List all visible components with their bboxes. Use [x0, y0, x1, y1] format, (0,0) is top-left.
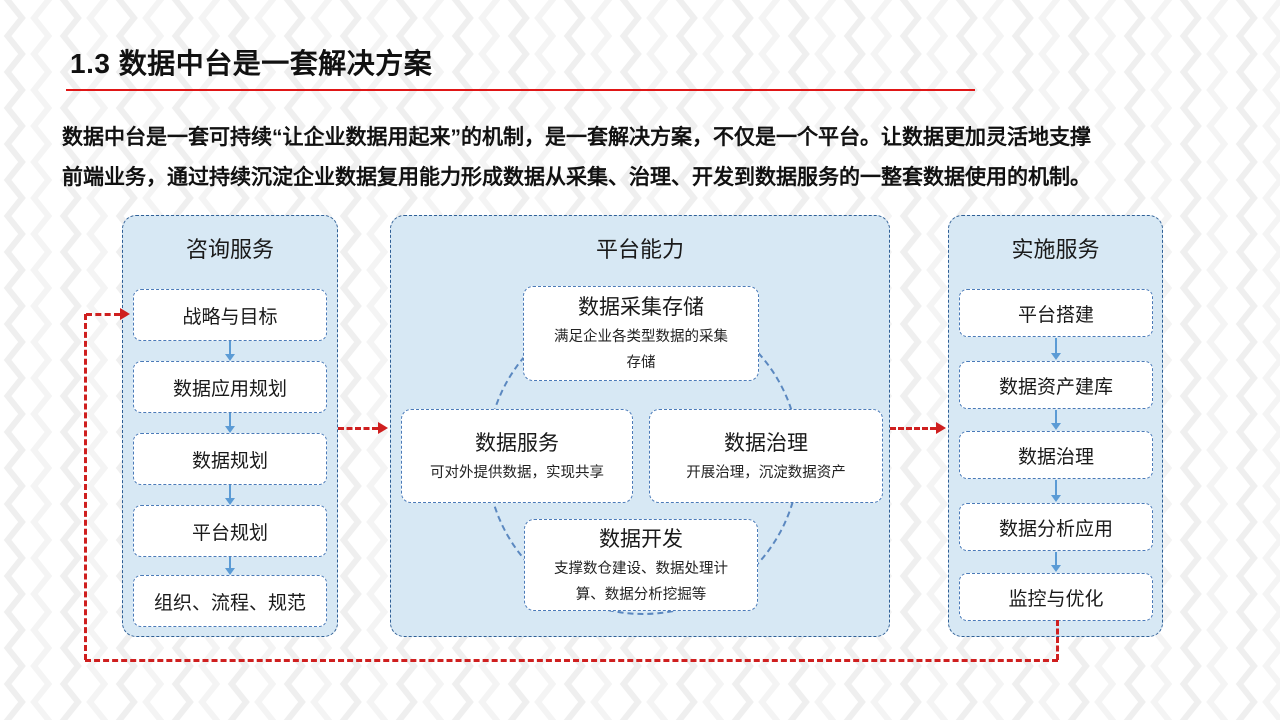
intro-line-1: 数据中台是一套可持续“让企业数据用起来”的机制，是一套解决方案，不仅是一个平台。…: [62, 126, 1091, 149]
intro-line-2: 前端业务，通过持续沉淀企业数据复用能力形成数据从采集、治理、开发到数据服务的一整…: [62, 166, 1091, 189]
feedback-loop-segment-bottom: [85, 659, 1058, 662]
down-arrow-icon: [224, 485, 236, 505]
arrow-consulting-to-platform: [338, 427, 378, 430]
down-arrow-icon: [1050, 480, 1062, 502]
capability-box-data-governance: 数据治理 开展治理，沉淀数据资产: [649, 409, 883, 503]
down-arrow-icon: [224, 557, 236, 575]
panel-consulting: 咨询服务 战略与目标 数据应用规划 数据规划 平台规划 组织、流程、规范: [122, 215, 338, 637]
arrowhead-right-icon: [936, 422, 946, 434]
capability-title: 数据开发: [599, 527, 683, 551]
capability-box-data-service: 数据服务 可对外提供数据，实现共享: [401, 409, 633, 503]
impl-step-governance: 数据治理: [959, 431, 1153, 479]
capability-desc: 可对外提供数据，实现共享: [430, 464, 604, 481]
consulting-step-app-planning: 数据应用规划: [133, 361, 327, 413]
panel-consulting-title: 咨询服务: [185, 237, 274, 262]
capability-desc: 支撑数仓建设、数据处理计算、数据分析挖掘等: [554, 560, 728, 603]
capability-box-data-dev: 数据开发 支撑数仓建设、数据处理计算、数据分析挖掘等: [524, 519, 758, 611]
capability-desc: 开展治理，沉淀数据资产: [686, 464, 846, 481]
impl-step-asset-library: 数据资产建库: [959, 361, 1153, 409]
down-arrow-icon: [224, 413, 236, 433]
panel-platform: 平台能力 数据采集存储 满足企业各类型数据的采集存储 数据服务 可对外提供数据，…: [390, 215, 890, 637]
down-arrow-icon: [224, 341, 236, 361]
arrowhead-right-icon: [120, 308, 130, 320]
consulting-step-platform-planning: 平台规划: [133, 505, 327, 557]
consulting-step-data-planning: 数据规划: [133, 433, 327, 485]
panel-implementation-title: 实施服务: [1011, 237, 1100, 262]
impl-step-analysis-app: 数据分析应用: [959, 503, 1153, 551]
intro-paragraph: 数据中台是一套可持续“让企业数据用起来”的机制，是一套解决方案，不仅是一个平台。…: [62, 118, 1197, 198]
feedback-loop-segment-right: [1056, 620, 1059, 660]
feedback-loop-segment-left: [84, 314, 87, 660]
panel-platform-title: 平台能力: [595, 237, 684, 262]
capability-title: 数据采集存储: [578, 296, 704, 319]
capability-title: 数据服务: [475, 431, 559, 455]
consulting-step-strategy: 战略与目标: [133, 289, 327, 341]
panel-implementation: 实施服务 平台搭建 数据资产建库 数据治理 数据分析应用 监控与优化: [948, 215, 1163, 637]
title-underline: [66, 89, 975, 91]
down-arrow-icon: [1050, 338, 1062, 360]
page-title: 1.3 数据中台是一套解决方案: [70, 48, 433, 79]
arrowhead-right-icon: [378, 422, 388, 434]
down-arrow-icon: [1050, 552, 1062, 572]
capability-title: 数据治理: [724, 431, 808, 455]
impl-step-monitor-optimize: 监控与优化: [959, 573, 1153, 621]
arrow-platform-to-implementation: [890, 427, 936, 430]
down-arrow-icon: [1050, 410, 1062, 430]
capability-desc: 满足企业各类型数据的采集存储: [554, 329, 728, 371]
impl-step-platform-build: 平台搭建: [959, 289, 1153, 337]
capability-box-collect-store: 数据采集存储 满足企业各类型数据的采集存储: [523, 286, 759, 381]
feedback-loop-segment-top: [86, 313, 120, 316]
consulting-step-org-process: 组织、流程、规范: [133, 575, 327, 627]
